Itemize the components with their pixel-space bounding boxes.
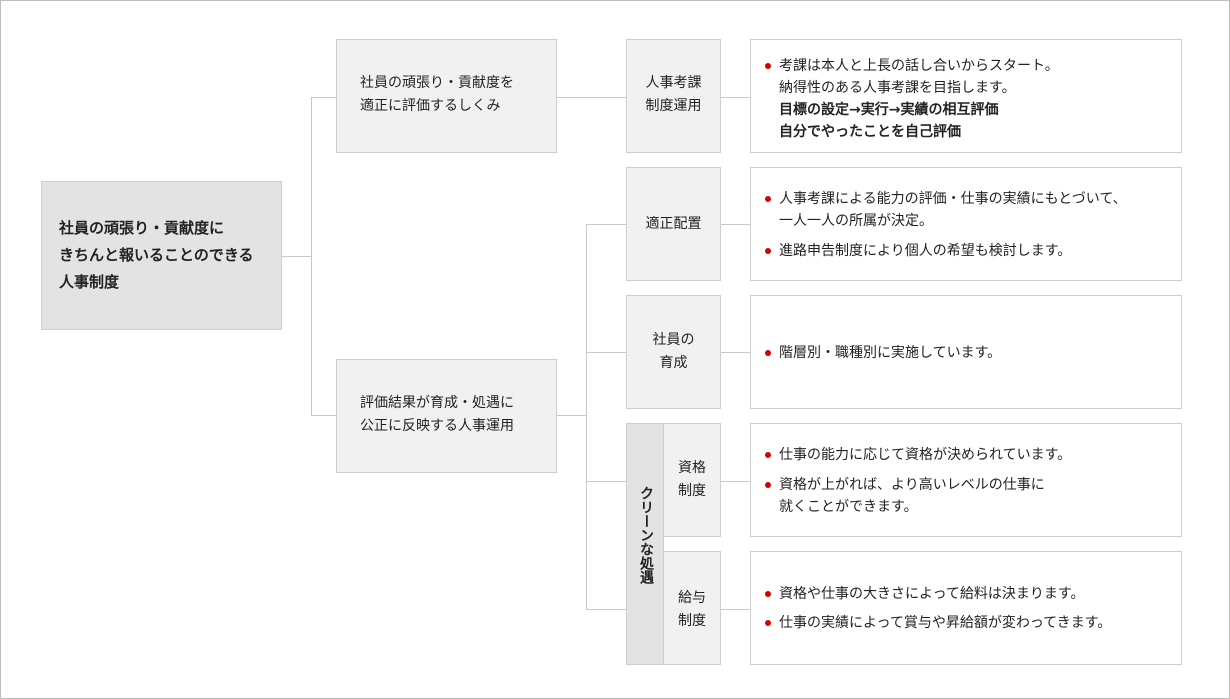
branch-operation-box: 評価結果が育成・処遇に 公正に反映する人事運用	[336, 359, 557, 473]
connector-line	[720, 481, 751, 482]
root-box: 社員の頑張り・貢献度に きちんと報いることのできる 人事制度	[41, 181, 282, 330]
connector-line	[720, 224, 751, 225]
bullet-text: 一人一人の所属が決定。	[779, 213, 933, 229]
connector-line	[311, 415, 337, 416]
connector-line	[311, 97, 337, 98]
branch-line: 公正に反映する人事運用	[360, 418, 514, 434]
connector-line	[557, 97, 627, 98]
bullet-dot-icon	[765, 452, 771, 458]
detail-tekisei-box: 人事考課による能力の評価・仕事の実績にもとづいて、 一人一人の所属が決定。 進路…	[750, 167, 1182, 281]
connector-line	[586, 224, 587, 609]
bullet-text-bold: 目標の設定→実行→実績の相互評価	[779, 102, 999, 118]
bullet-text-bold: 自分でやったことを自己評価	[779, 124, 961, 140]
detail-ikusei-box: 階層別・職種別に実施しています。	[750, 295, 1182, 409]
system-jinji-box: 人事考課 制度運用	[626, 39, 721, 153]
system-label: 制度	[678, 483, 706, 499]
bullet-text: 仕事の実績によって賞与や昇給額が変わってきます。	[779, 615, 1112, 631]
system-label: 適正配置	[645, 216, 702, 232]
connector-line	[586, 224, 627, 225]
root-line: 人事制度	[59, 273, 120, 291]
connector-line	[586, 609, 627, 610]
bullet-text: 資格や仕事の大きさによって給料は決まります。	[779, 586, 1085, 602]
clean-treatment-box: クリーンな処遇	[626, 423, 664, 665]
clean-treatment-label: クリーンな処遇	[638, 486, 654, 584]
bullet-item: 人事考課による能力の評価・仕事の実績にもとづいて、 一人一人の所属が決定。	[765, 188, 1127, 232]
system-shikaku-box: 資格 制度	[663, 423, 721, 537]
root-line: きちんと報いることのできる	[59, 246, 254, 264]
bullet-text: 進路申告制度により個人の希望も検討します。	[779, 243, 1072, 259]
branch-evaluation-box: 社員の頑張り・貢献度を 適正に評価するしくみ	[336, 39, 557, 153]
bullet-dot-icon	[765, 350, 771, 356]
bullet-item: 仕事の実績によって賞与や昇給額が変わってきます。	[765, 612, 1111, 634]
system-label: 資格	[678, 460, 706, 476]
root-text: 社員の頑張り・貢献度に きちんと報いることのできる 人事制度	[59, 215, 254, 296]
connector-line	[720, 97, 751, 98]
bullet-text: 仕事の能力に応じて資格が決められています。	[779, 447, 1072, 463]
bullet-dot-icon	[765, 482, 771, 488]
bullet-dot-icon	[765, 248, 771, 254]
connector-line	[282, 256, 311, 257]
branch-line: 評価結果が育成・処遇に	[360, 395, 514, 411]
detail-kyuyo-box: 資格や仕事の大きさによって給料は決まります。 仕事の実績によって賞与や昇給額が変…	[750, 551, 1182, 665]
detail-shikaku-box: 仕事の能力に応じて資格が決められています。 資格が上がれば、より高いレベルの仕事…	[750, 423, 1182, 537]
bullet-text: 資格が上がれば、より高いレベルの仕事に	[779, 477, 1045, 493]
bullet-text: 納得性のある人事考課を目指します。	[779, 80, 1016, 96]
branch-line: 適正に評価するしくみ	[360, 98, 501, 114]
bullet-text: 階層別・職種別に実施しています。	[779, 345, 1002, 361]
detail-jinji-box: 考課は本人と上長の話し合いからスタート。 納得性のある人事考課を目指します。 目…	[750, 39, 1182, 153]
bullet-item: 進路申告制度により個人の希望も検討します。	[765, 240, 1071, 262]
system-label: 育成	[659, 355, 688, 371]
connector-line	[586, 481, 627, 482]
bullet-item: 資格が上がれば、より高いレベルの仕事に 就くことができます。	[765, 474, 1045, 518]
branch-line: 社員の頑張り・貢献度を	[360, 75, 514, 91]
root-line: 社員の頑張り・貢献度に	[59, 219, 225, 237]
bullet-dot-icon	[765, 63, 771, 69]
system-ikusei-box: 社員の 育成	[626, 295, 721, 409]
bullet-item: 資格や仕事の大きさによって給料は決まります。	[765, 583, 1084, 605]
bullet-dot-icon	[765, 196, 771, 202]
connector-line	[586, 352, 627, 353]
bullet-text: 人事考課による能力の評価・仕事の実績にもとづいて、	[779, 191, 1127, 207]
system-label: 社員の	[652, 332, 695, 348]
system-tekisei-box: 適正配置	[626, 167, 721, 281]
connector-line	[557, 415, 586, 416]
connector-line	[720, 352, 751, 353]
system-label: 制度	[678, 613, 706, 629]
system-label: 人事考課	[645, 75, 702, 91]
system-kyuyo-box: 給与 制度	[663, 551, 721, 665]
system-label: 制度運用	[645, 98, 702, 114]
system-label: 給与	[678, 590, 706, 606]
bullet-item: 階層別・職種別に実施しています。	[765, 342, 1001, 364]
bullet-dot-icon	[765, 620, 771, 626]
bullet-item: 仕事の能力に応じて資格が決められています。	[765, 444, 1071, 466]
connector-line	[720, 609, 751, 610]
bullet-item: 考課は本人と上長の話し合いからスタート。 納得性のある人事考課を目指します。 目…	[765, 55, 1059, 143]
bullet-dot-icon	[765, 591, 771, 597]
connector-line	[311, 97, 312, 415]
bullet-text: 就くことができます。	[779, 499, 918, 515]
bullet-text: 考課は本人と上長の話し合いからスタート。	[779, 58, 1059, 74]
